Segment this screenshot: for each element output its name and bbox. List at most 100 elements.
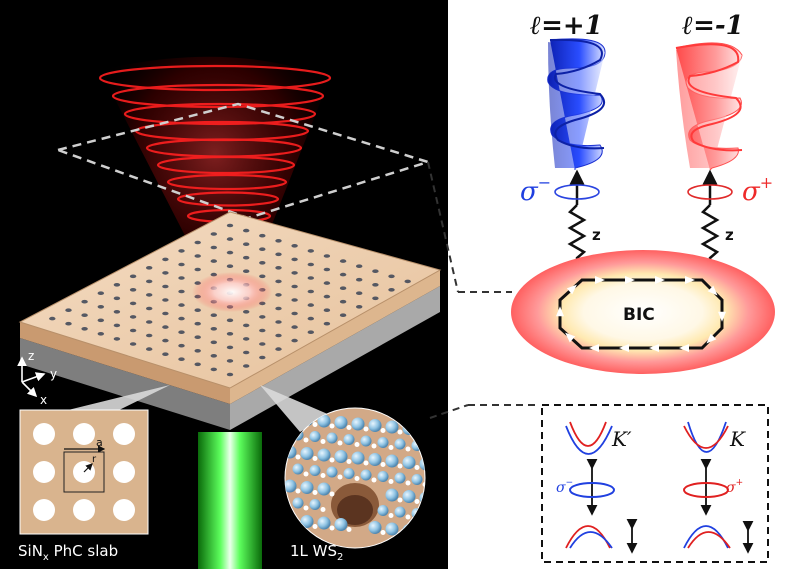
lattice-hole: [146, 347, 153, 351]
sigma-minus-label: σ−: [520, 173, 551, 207]
lattice-hole: [194, 349, 201, 353]
lattice-hole: [194, 254, 201, 258]
lattice-hole: [162, 271, 169, 275]
lattice-hole: [162, 338, 169, 343]
lattice-hole: [129, 328, 137, 333]
ws2-atom: [317, 482, 331, 496]
lattice-hole: [178, 303, 185, 307]
caption-ws2: 1L WS2: [290, 542, 343, 563]
ws2-atom: [300, 515, 314, 528]
lattice-hole: [291, 338, 298, 343]
ws2-atom: [309, 499, 321, 510]
lattice-hole: [210, 259, 217, 263]
lattice-hole: [259, 274, 266, 279]
ws2-atom: [411, 474, 423, 485]
lattice-hole: [97, 318, 105, 323]
lattice-hole: [226, 250, 234, 255]
ws2-atom: [360, 469, 372, 481]
ws2-atom-small: [346, 459, 352, 464]
ws2-atom-small: [337, 474, 343, 480]
lattice-hole: [97, 291, 105, 296]
lattice-hole: [81, 299, 88, 304]
polarization-ellipse-right: [687, 184, 733, 200]
lattice-hole: [113, 337, 121, 341]
sigma-minus-sup: −: [538, 173, 551, 192]
lattice-hole: [259, 342, 266, 346]
band-sigma-minus-symbol: σ: [556, 480, 566, 496]
ws2-atom: [351, 417, 365, 431]
ws2-atom: [377, 505, 389, 516]
vortex-arrows: [556, 276, 726, 352]
lattice-hole: [291, 325, 298, 329]
lattice-hole: [226, 318, 234, 323]
lattice-hole: [323, 321, 331, 326]
lattice-hole: [291, 257, 298, 262]
pump-beam: [198, 432, 262, 569]
ws2-atom: [317, 516, 331, 530]
ws2-atom-small: [312, 524, 318, 529]
lattice-hole: [97, 332, 105, 336]
helix-blue: [547, 38, 606, 170]
valley-k-prime-label: K′: [611, 427, 632, 451]
sigma-plus-label: σ+: [742, 173, 773, 207]
ws2-atom-small: [397, 429, 403, 435]
right-bottom-panel: K′ K σ− σ+: [541, 404, 769, 563]
lattice-hole: [226, 372, 234, 377]
ws2-atom-small: [380, 428, 386, 433]
connector-lines: [427, 161, 540, 419]
lattice-hole: [129, 274, 137, 279]
lattice-hole: [243, 242, 250, 246]
lattice-hole: [275, 252, 282, 257]
ws2-atom-small: [295, 488, 301, 494]
lattice-hole: [194, 362, 201, 367]
lattice-hole: [226, 237, 234, 241]
vortex-arrowhead: [625, 276, 635, 284]
ws2-atom-small: [303, 437, 309, 443]
ws2-atom: [334, 450, 348, 463]
vortex-arrowhead: [718, 311, 726, 322]
valley-k-label: K: [729, 427, 746, 451]
ws2-atom-small: [388, 513, 394, 518]
band-sigma-minus-sup: −: [566, 478, 574, 488]
ws2-atom: [285, 479, 297, 493]
lattice-hole: [146, 320, 153, 324]
lattice-hole: [275, 347, 282, 351]
lattice-hole: [226, 223, 234, 228]
ws2-atom: [343, 434, 355, 445]
lattice-hole: [339, 299, 347, 304]
lattice-hole: [65, 308, 72, 313]
lattice-hole: [323, 308, 331, 313]
lattice-hole: [178, 249, 185, 253]
valley-k: [683, 421, 731, 549]
ws2-atom-small: [422, 482, 425, 487]
caption-slab-main: SiN: [18, 542, 43, 560]
band-sigma-minus: σ−: [556, 478, 573, 496]
lattice-hole: [339, 272, 347, 277]
lattice-hole: [162, 311, 169, 316]
lattice-hole: [404, 279, 411, 284]
axis-z-label: z: [28, 349, 34, 363]
ws2-atom: [385, 488, 399, 502]
lattice-hole: [372, 296, 379, 301]
lattice-hole: [307, 330, 314, 335]
lattice-hole: [307, 316, 314, 321]
lattice-hole: [178, 289, 185, 294]
ws2-atom-small: [380, 530, 386, 535]
lattice-hole: [243, 350, 250, 355]
lattice-hole: [146, 293, 153, 297]
lattice-hole: [307, 276, 314, 280]
ws2-atom-small: [320, 473, 326, 478]
ws2-atom: [385, 454, 399, 468]
dipole-z-left: z: [592, 226, 601, 244]
lattice-hole: [275, 293, 282, 297]
vortex-arrowhead: [619, 344, 629, 352]
lattice-hole: [323, 254, 331, 258]
ws2-atom-small: [414, 499, 420, 504]
lattice-hole: [178, 343, 185, 348]
oam-label-minus: ℓ=-1: [682, 11, 744, 41]
ws2-atom-small: [337, 440, 343, 446]
lattice-hole: [97, 305, 105, 309]
lattice-hole: [323, 267, 331, 272]
ws2-atom-small: [388, 479, 394, 484]
ws2-atom-small: [380, 462, 386, 467]
